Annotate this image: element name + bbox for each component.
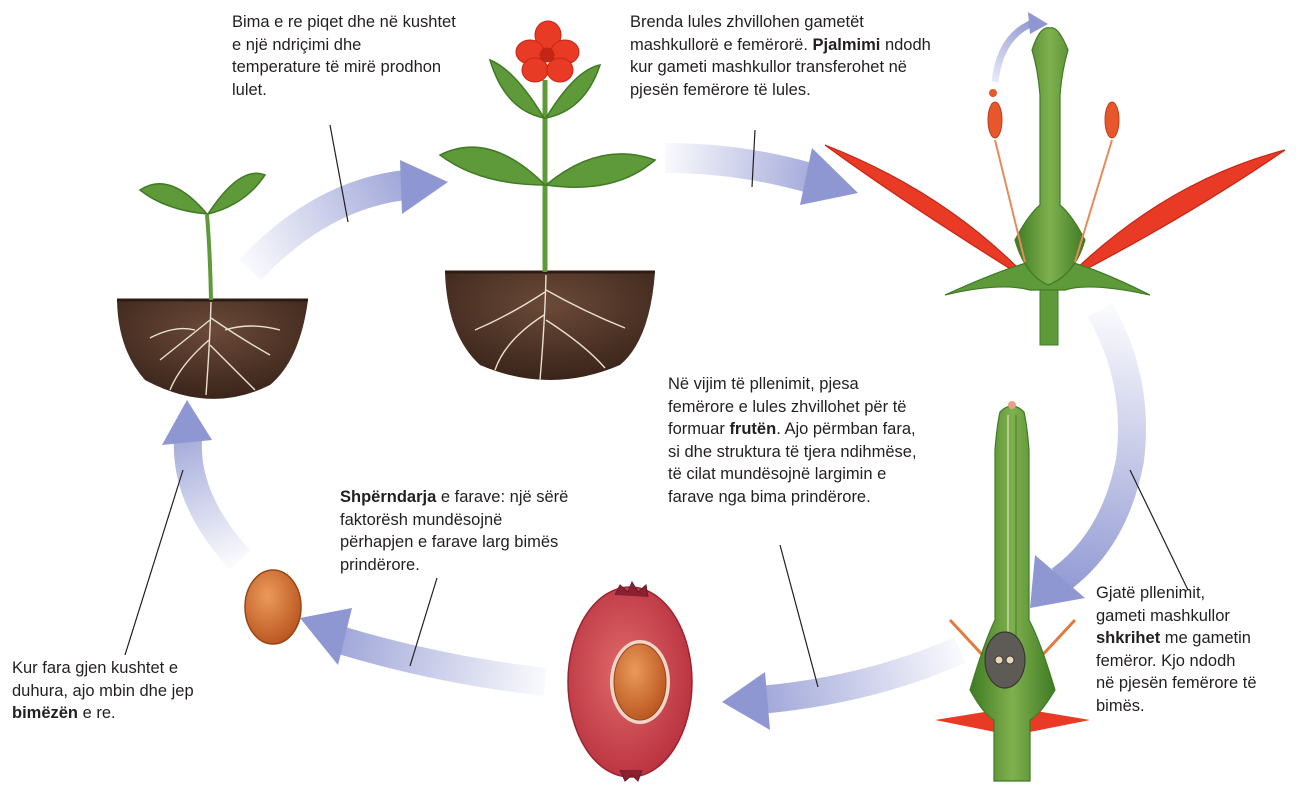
leader-line-fruit [780,545,818,687]
caption-text: duhura, ajo mbin dhe jep [12,682,194,700]
caption-line: si dhe struktura të tjera ndihmëse, [668,441,917,464]
caption-bold-term: shkrihet [1096,629,1160,647]
caption-line: shkrihet me gametin [1096,627,1257,650]
caption-fertilization: Gjatë pllenimit, gameti mashkullor shkrihe… [1096,582,1257,717]
caption-text: formuar [668,420,729,438]
caption-text: përhapjen e farave larg bimës [340,533,558,551]
caption-text: femërore e lules zhvillohet për të [668,398,906,416]
caption-text: faktorësh mundësojnë [340,511,502,529]
seedling-illustration [117,173,308,399]
caption-text: pjesën femërore të lules. [630,81,811,99]
caption-text: me gametin [1160,629,1251,647]
caption-bold-term: Shpërndarja [340,488,436,506]
caption-line: Shpërndarja e farave: një sërë [340,486,568,509]
caption-line: bimës. [1096,695,1257,718]
caption-text: si dhe struktura të tjera ndihmëse, [668,443,917,461]
caption-bold-term: frutën [729,420,776,438]
caption-line: të cilat mundësojnë largimin e [668,463,917,486]
caption-flowering: Bima e re piqet dhe në kushtet e një ndri… [232,11,456,101]
arrow-fertilization-to-fruit [722,650,960,730]
caption-seed-dispersal: Shpërndarja e farave: një sërë faktorësh … [340,486,568,576]
caption-text: lulet. [232,81,267,99]
caption-text: temperature të mirë prodhon [232,58,441,76]
caption-text: Gjatë pllenimit, [1096,584,1205,602]
caption-text: Në vijim të pllenimit, pjesa [668,375,859,393]
caption-line: kur gameti mashkullor transferohet në [630,56,931,79]
caption-text: ndodh [880,36,930,54]
caption-text: farave nga bima prindërore. [668,488,871,506]
caption-fruit-formation: Në vijim të pllenimit, pjesa femërore e l… [668,373,917,508]
caption-line: Gjatë pllenimit, [1096,582,1257,605]
caption-bold-term: bimëzën [12,704,78,722]
caption-line: përhapjen e farave larg bimës [340,531,568,554]
caption-bold-term: Pjalmimi [813,36,881,54]
caption-line: Kur fara gjen kushtet e [12,657,194,680]
leader-line-germination [125,470,183,655]
caption-line: Në vijim të pllenimit, pjesa [668,373,917,396]
caption-text: Bima e re piqet dhe në kushtet [232,13,456,31]
caption-text: kur gameti mashkullor transferohet në [630,58,907,76]
arrow-seedling-to-flowering [250,160,448,270]
caption-line: gameti mashkullor [1096,605,1257,628]
caption-text: Brenda lules zhvillohen gametët [630,13,864,31]
caption-line: Bima e re piqet dhe në kushtet [232,11,456,34]
caption-line: e një ndriçimi dhe [232,34,456,57]
caption-line: femëror. Kjo ndodh [1096,650,1257,673]
caption-line: lulet. [232,79,456,102]
caption-text: femëror. Kjo ndodh [1096,652,1235,670]
caption-line: formuar frutën. Ajo përmban fara, [668,418,917,441]
caption-line: duhura, ajo mbin dhe jep [12,680,194,703]
arrow-flower-to-fertilization [1030,310,1132,608]
arrow-seed-to-seedling [162,400,240,560]
caption-line: në pjesën femërore të [1096,672,1257,695]
caption-germination: Kur fara gjen kushtet e duhura, ajo mbin … [12,657,194,725]
caption-line: Brenda lules zhvillohen gametët [630,11,931,34]
caption-text: e farave: një sërë [436,488,568,506]
red-flower [516,21,579,82]
caption-text: Kur fara gjen kushtet e [12,659,178,677]
caption-text: bimës. [1096,697,1145,715]
arrow-fruit-to-seed [300,608,545,682]
leader-line-fertilization [1130,470,1188,590]
flowering-plant-illustration [440,21,655,380]
caption-line: pjesën femërore të lules. [630,79,931,102]
caption-text: gameti mashkullor [1096,607,1230,625]
caption-line: farave nga bima prindërore. [668,486,917,509]
caption-line: bimëzën e re. [12,702,194,725]
caption-text: e një ndriçimi dhe [232,36,361,54]
arrow-flowering-to-flower [665,148,858,205]
fruit-illustration [568,582,692,781]
caption-text: e re. [78,704,116,722]
caption-text: prindërore. [340,556,420,574]
caption-line: mashkullorë e femërorë. Pjalmimi ndodh [630,34,931,57]
caption-line: prindërore. [340,554,568,577]
caption-text: . Ajo përmban fara, [776,420,915,438]
caption-line: faktorësh mundësojnë [340,509,568,532]
seed-illustration [245,570,301,644]
caption-line: temperature të mirë prodhon [232,56,456,79]
caption-pollination: Brenda lules zhvillohen gametët mashkullo… [630,11,931,101]
caption-line: femërore e lules zhvillohet për të [668,396,917,419]
caption-text: mashkullorë e femërorë. [630,36,813,54]
caption-text: të cilat mundësojnë largimin e [668,465,886,483]
caption-text: në pjesën femërore të [1096,674,1257,692]
